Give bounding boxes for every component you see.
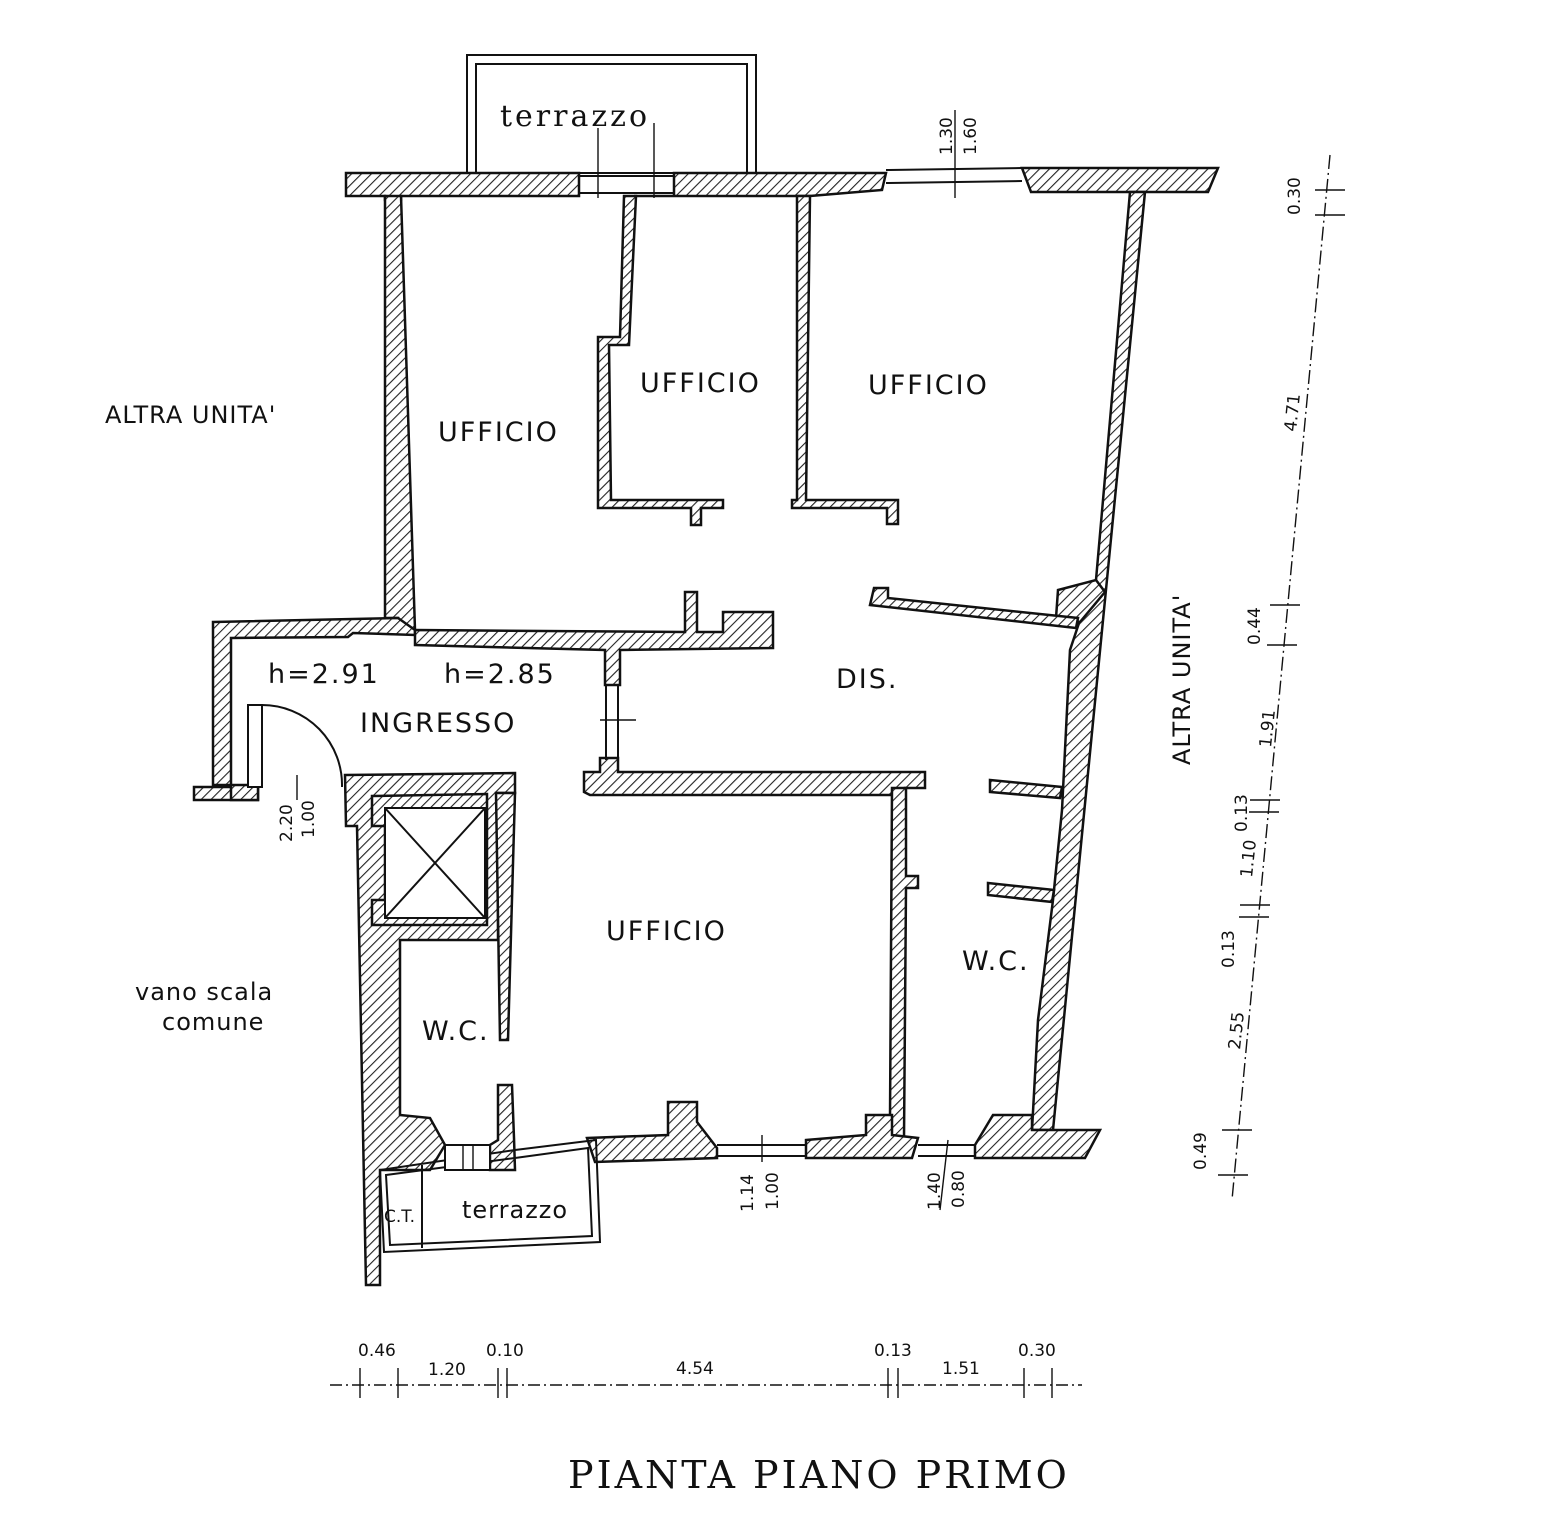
bottom-window1-label-a: 1.00	[763, 1172, 783, 1210]
other-unit-left-label: ALTRA UNITA'	[105, 401, 276, 429]
dim-right-7: 2.55	[1225, 1011, 1249, 1051]
wall-right	[868, 190, 1147, 1132]
terrace-top	[466, 54, 757, 198]
wall-office-bottom-right	[886, 786, 920, 1140]
office-right-label: UFFICIO	[868, 370, 989, 401]
top-window-label-a: 1.60	[961, 117, 981, 155]
dim-bottom-1: 1.20	[428, 1360, 466, 1380]
bottom-window2-label-a: 0.80	[949, 1170, 969, 1208]
dim-right-1: 4.71	[1281, 393, 1305, 433]
height-label-2: h=2.85	[444, 659, 556, 690]
walls-mid-office	[596, 194, 900, 527]
dim-bottom-6: 0.30	[1018, 1341, 1056, 1361]
dim-right-0: 0.30	[1285, 177, 1305, 215]
top-window-label-b: 1.30	[937, 117, 957, 155]
entry-door-label-b: 2.20	[277, 804, 297, 842]
dim-bottom-2: 0.10	[486, 1341, 524, 1361]
office-left-label: UFFICIO	[438, 417, 559, 448]
dimension-line-right: 0.30 4.71 0.44 1.91 0.13 1.10 0.13 2.55 …	[1191, 154, 1345, 1201]
corridor-label: DIS.	[836, 664, 898, 695]
terrace-bottom-label: terrazzo	[462, 1196, 568, 1224]
dim-bottom-5: 1.51	[942, 1359, 980, 1379]
terrace-bottom	[378, 1138, 602, 1254]
stair-label-2: comune	[162, 1008, 264, 1036]
dim-right-3: 1.91	[1256, 709, 1280, 749]
entry-door-label-a: 1.00	[299, 800, 319, 838]
dim-right-5: 1.10	[1237, 839, 1261, 879]
office-bottom-label: UFFICIO	[606, 916, 727, 947]
walls-left	[192, 194, 417, 802]
wall-top	[344, 110, 1220, 202]
height-label-1: h=2.91	[268, 659, 380, 690]
other-unit-right-label: ALTRA UNITA'	[1168, 594, 1196, 765]
bottom-window2-label-b: 1.40	[925, 1172, 945, 1210]
entrance-label: INGRESSO	[360, 708, 516, 739]
wc-right-label: W.C.	[962, 946, 1030, 977]
dim-bottom-0: 0.46	[358, 1341, 396, 1361]
dimension-line-bottom: 0.46 1.20 0.10 4.54 0.13 1.51 0.30	[330, 1341, 1082, 1398]
stair-label-1: vano scala	[135, 978, 273, 1006]
office-mid-label: UFFICIO	[640, 368, 761, 399]
plan-title: PIANTA PIANO PRIMO	[568, 1453, 1070, 1497]
entry-door[interactable]	[247, 704, 344, 800]
terrace-top-label: terrazzo	[500, 99, 650, 134]
dim-bottom-3: 4.54	[676, 1359, 714, 1379]
wc-left-label: W.C.	[422, 1016, 490, 1047]
ct-label: C.T.	[384, 1207, 415, 1227]
dim-right-2: 0.44	[1245, 607, 1265, 645]
dim-right-8: 0.49	[1191, 1132, 1211, 1170]
bottom-window1-label-b: 1.14	[738, 1174, 758, 1212]
dim-right-4: 0.13	[1232, 794, 1252, 832]
wall-middle-horizontal	[413, 590, 927, 797]
lift-shaft	[384, 807, 486, 919]
dim-right-6: 0.13	[1219, 930, 1239, 968]
wall-bottom	[585, 1100, 1103, 1211]
door-ingresso-dis[interactable]	[600, 685, 636, 760]
dim-bottom-4: 0.13	[874, 1341, 912, 1361]
